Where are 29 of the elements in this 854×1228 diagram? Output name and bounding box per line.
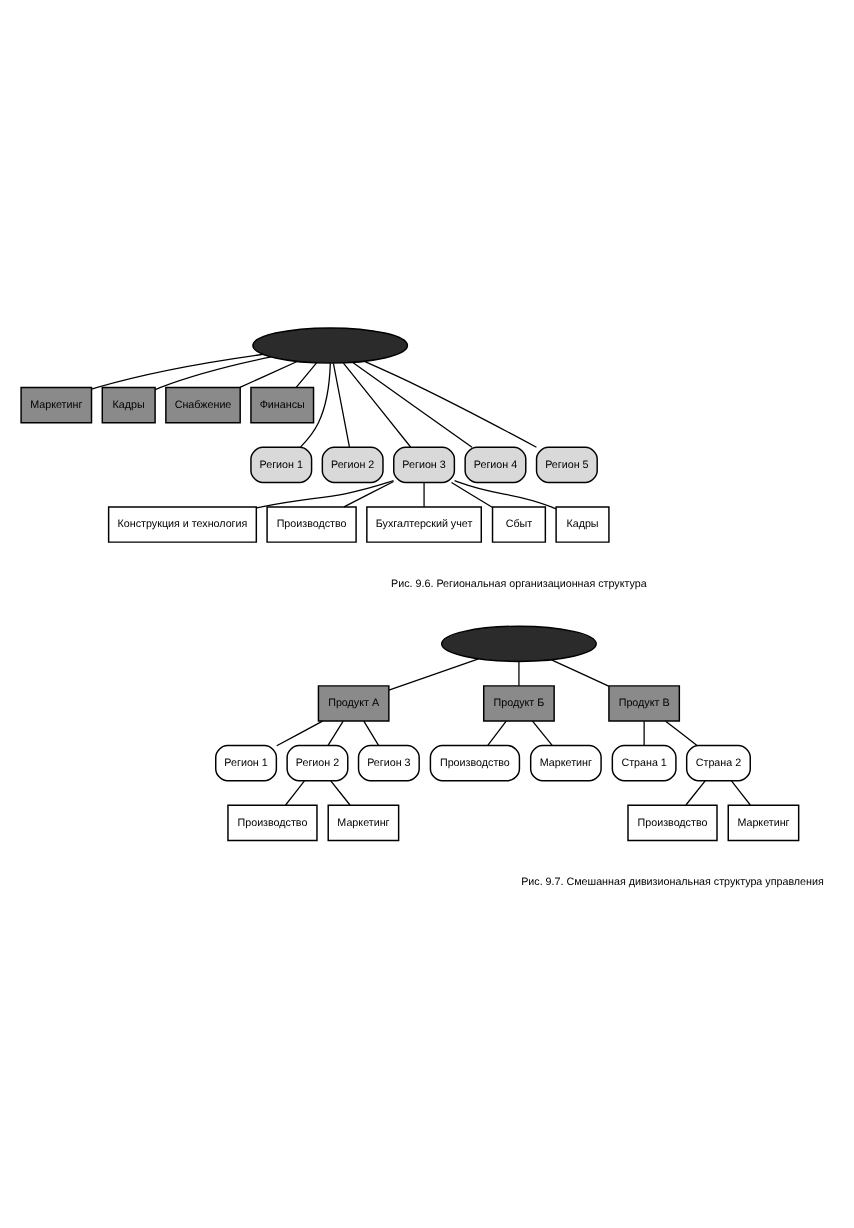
connector	[332, 362, 351, 448]
connector	[665, 720, 698, 747]
connector	[388, 658, 480, 691]
connector	[330, 780, 351, 806]
connector	[550, 659, 610, 687]
connector	[518, 660, 520, 687]
connector	[454, 480, 557, 510]
connector	[487, 720, 507, 746]
connector	[239, 360, 298, 389]
connector	[327, 720, 344, 746]
connector	[352, 361, 473, 448]
node-ellipse	[252, 327, 409, 364]
connector	[730, 780, 751, 806]
connector	[643, 720, 645, 746]
connector	[343, 480, 395, 508]
connector	[685, 780, 706, 806]
connector	[363, 360, 538, 448]
connector	[276, 720, 324, 747]
connector	[423, 481, 425, 508]
connector	[284, 780, 306, 806]
connector	[531, 720, 553, 746]
connector	[299, 362, 331, 448]
connector	[342, 362, 412, 448]
node-ellipse	[440, 625, 597, 663]
connector	[154, 356, 272, 391]
connector	[363, 720, 380, 746]
connector	[90, 353, 264, 390]
connector	[295, 362, 318, 388]
connector	[450, 481, 493, 508]
